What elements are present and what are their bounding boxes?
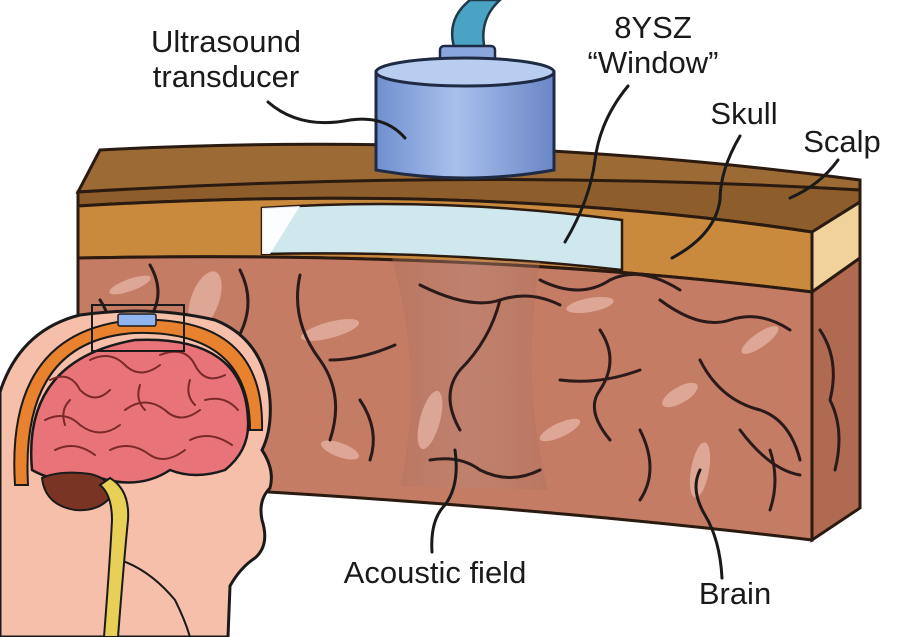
label-ultrasound-transducer: Ultrasound transducer	[126, 24, 326, 94]
head-inset	[0, 304, 273, 637]
label-acoustic-field: Acoustic field	[343, 555, 527, 590]
leader-window	[563, 84, 630, 244]
transducer-body	[374, 70, 556, 180]
acoustic-field-shade	[392, 258, 548, 490]
leader-lines	[266, 84, 840, 580]
head-jaw-line	[119, 559, 191, 637]
blood-vessels	[98, 263, 841, 512]
leader-transducer	[266, 100, 407, 140]
brain-tissue-side	[810, 255, 862, 543]
transducer-top	[374, 56, 556, 88]
transducer-cable	[450, 0, 502, 52]
leader-brain	[694, 468, 724, 580]
head-window	[117, 313, 157, 327]
label-window-line1: 8YSZ	[614, 10, 692, 45]
cortex-folds	[44, 350, 239, 460]
ysz-window	[260, 202, 624, 272]
label-brain: Brain	[698, 576, 772, 611]
head-spinal-cord	[98, 476, 130, 637]
label-8ysz-window: 8YSZ “Window”	[568, 10, 738, 80]
leader-scalp	[788, 158, 840, 200]
label-window-line2: “Window”	[587, 45, 719, 80]
head-inset-box	[91, 304, 185, 352]
leader-acoustic	[430, 448, 458, 554]
label-skull: Skull	[710, 96, 778, 131]
label-scalp: Scalp	[803, 124, 881, 159]
label-transducer-line2: transducer	[152, 59, 300, 94]
leader-skull	[670, 134, 742, 260]
tissue-highlights	[109, 271, 779, 498]
head-skull-arc	[13, 318, 264, 486]
label-transducer-line1: Ultrasound	[151, 24, 301, 59]
ysz-window-shine	[262, 206, 300, 254]
